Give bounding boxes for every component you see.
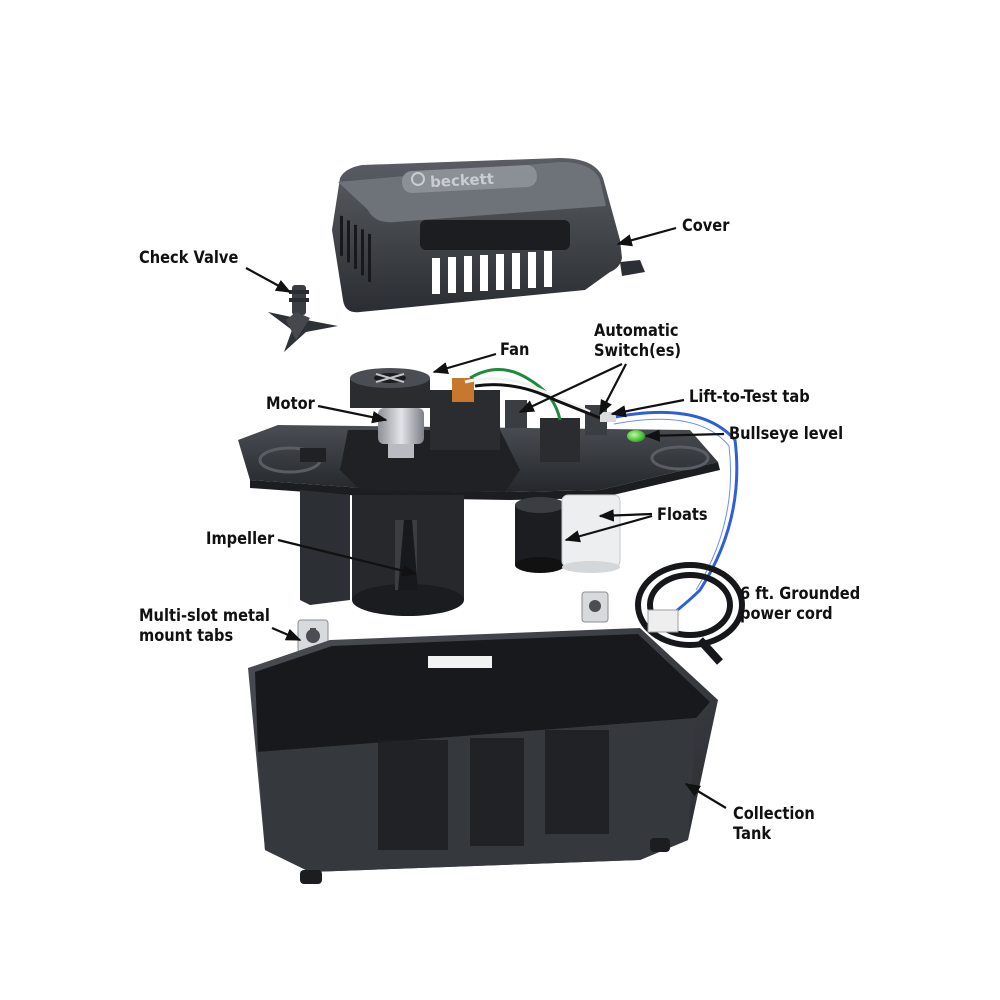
label-motor: Motor — [266, 394, 315, 414]
cover-front-vents — [432, 251, 552, 294]
label-lift-to-test-tab: Lift-to-Test tab — [689, 387, 810, 407]
arrow-motor-switch-2 — [599, 363, 627, 416]
arrow-cover — [616, 226, 677, 247]
motor — [378, 408, 424, 458]
label-cover: Cover — [682, 216, 730, 236]
label-check-valve: Check Valve — [139, 248, 239, 268]
floats — [515, 494, 621, 573]
arrow-fan — [432, 352, 497, 375]
label-automatic-switches-line-1: Automatic — [594, 321, 679, 341]
power-cord — [609, 410, 745, 665]
arrow-floats-2 — [564, 514, 653, 543]
automatic-switches — [505, 400, 607, 462]
impeller-housing — [300, 490, 464, 616]
label-power-cord-line-2: power cord — [740, 604, 833, 624]
bullseye-level — [627, 430, 645, 442]
label-mount-tabs: Multi-slot metal mount tabs — [139, 606, 270, 646]
check-valve — [268, 285, 338, 352]
label-collection-tank-line-2: Tank — [733, 824, 772, 844]
cover: beckett — [332, 158, 645, 313]
wires — [464, 368, 601, 421]
mount-tab-right — [581, 591, 609, 623]
arrow-mount-tabs — [271, 626, 302, 642]
label-mount-tabs-line-1: Multi-slot metal — [139, 606, 270, 626]
arrow-floats-1 — [598, 509, 653, 522]
brand-logo: beckett — [411, 170, 495, 191]
label-automatic-switches: Automatic Switch(es) — [594, 321, 681, 361]
label-fan: Fan — [500, 340, 530, 360]
arrow-check-valve — [245, 267, 292, 293]
arrow-bullseye — [644, 429, 725, 442]
cover-side-vents — [340, 215, 371, 282]
arrow-lift-to-test — [610, 398, 685, 418]
label-collection-tank: Collection Tank — [733, 804, 815, 844]
label-bullseye-level: Bullseye level — [729, 424, 844, 444]
svg-text:beckett: beckett — [430, 170, 495, 191]
label-floats: Floats — [657, 505, 708, 525]
label-impeller: Impeller — [206, 529, 275, 549]
arrow-motor — [317, 404, 388, 424]
collection-tank — [248, 628, 718, 884]
leader-arrows — [245, 226, 727, 809]
label-collection-tank-line-1: Collection — [733, 804, 815, 824]
motor-housing — [340, 378, 520, 492]
cover-grille — [420, 220, 570, 250]
arrow-collection-tank — [684, 783, 727, 809]
label-mount-tabs-line-2: mount tabs — [139, 626, 234, 646]
lift-to-test-tab — [600, 412, 616, 422]
label-power-cord-line-1: 6 ft. Grounded — [740, 584, 861, 604]
label-automatic-switches-line-2: Switch(es) — [594, 341, 682, 361]
arrow-motor-switch-1 — [518, 363, 623, 413]
arrow-impeller — [277, 538, 418, 577]
fan — [350, 368, 430, 408]
label-power-cord: 6 ft. Grounded power cord — [740, 584, 860, 624]
